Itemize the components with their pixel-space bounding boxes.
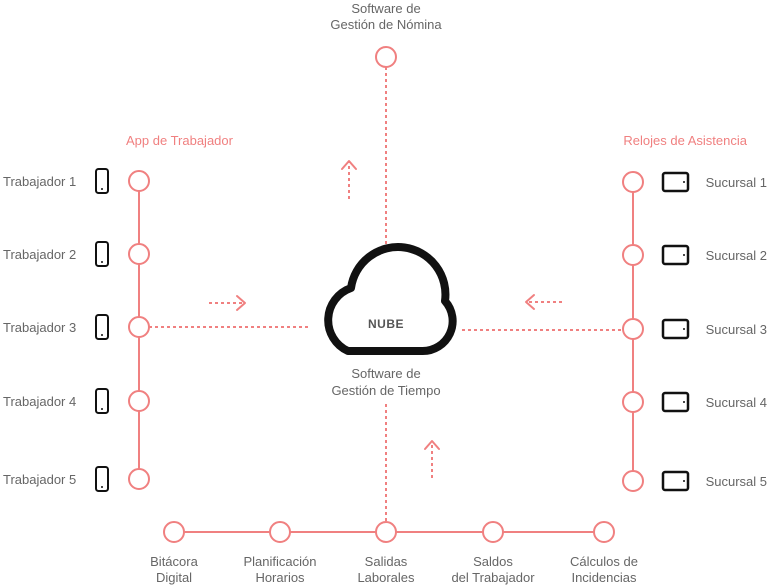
module-node: [375, 521, 397, 543]
module-label-line1: Planificación: [244, 554, 317, 569]
flow-arrows: [209, 160, 562, 478]
smartphone-icon: [95, 241, 109, 267]
module-label-line1: Bitácora: [150, 554, 198, 569]
worker-node: [128, 316, 150, 338]
module-list: BitácoraDigitalPlanificaciónHorariosSali…: [150, 521, 638, 585]
branch-row: Sucursal 2: [622, 244, 767, 266]
nomina-node: [375, 46, 397, 68]
arrow-right-icon: [209, 295, 246, 311]
branch-label: Sucursal 4: [706, 395, 767, 410]
branch-list: Sucursal 1 Sucursal 2 Sucursal 3 Sucursal 4…: [622, 171, 767, 492]
tablet-icon: [661, 318, 690, 340]
worker-row: Trabajador 3: [3, 314, 150, 340]
worker-label: Trabajador 4: [3, 394, 76, 409]
module-label-line2: del Trabajador: [451, 570, 535, 585]
worker-node: [128, 390, 150, 412]
branch-row: Sucursal 3: [622, 318, 767, 340]
module-label-line2: Horarios: [255, 570, 305, 585]
smartphone-icon: [95, 388, 109, 414]
tablet-icon: [661, 244, 690, 266]
module-label-line1: Saldos: [473, 554, 513, 569]
worker-label: Trabajador 1: [3, 174, 76, 189]
branch-node: [622, 318, 644, 340]
arrow-left-icon: [525, 294, 562, 310]
branch-node: [622, 244, 644, 266]
branch-label: Sucursal 1: [706, 175, 767, 190]
worker-node: [128, 170, 150, 192]
app-section-title: App de Trabajador: [126, 133, 234, 148]
worker-row: Trabajador 4: [3, 388, 150, 414]
worker-row: Trabajador 5: [3, 466, 150, 492]
branch-node: [622, 391, 644, 413]
worker-label: Trabajador 2: [3, 247, 76, 262]
tablet-icon: [661, 391, 690, 413]
nomina-label-line2: Gestión de Nómina: [330, 17, 442, 32]
worker-list: Trabajador 1 Trabajador 2 Trabajador 3 Trab…: [3, 168, 150, 492]
cloud-subtitle-line1: Software de: [351, 366, 420, 381]
branch-row: Sucursal 4: [622, 391, 767, 413]
module-label-line2: Incidencias: [571, 570, 637, 585]
module-label-line2: Digital: [156, 570, 192, 585]
branch-label: Sucursal 3: [706, 322, 767, 337]
module-label-line1: Cálculos de: [570, 554, 638, 569]
worker-label: Trabajador 5: [3, 472, 76, 487]
branch-row: Sucursal 5: [622, 470, 767, 492]
module-node: [269, 521, 291, 543]
nomina-label-line1: Software de: [351, 1, 420, 16]
cloud-label: NUBE: [368, 317, 404, 331]
module-node: [593, 521, 615, 543]
arrow-up-icon: [424, 440, 440, 478]
module-label-line1: Salidas: [365, 554, 408, 569]
relojes-section-title: Relojes de Asistencia: [623, 133, 747, 148]
worker-node: [128, 468, 150, 490]
tablet-icon: [661, 171, 690, 193]
arrow-up-icon: [341, 160, 357, 199]
module-node: [482, 521, 504, 543]
cloud-icon: [324, 243, 457, 356]
branch-label: Sucursal 5: [706, 474, 767, 489]
branch-label: Sucursal 2: [706, 248, 767, 263]
cloud-subtitle-line2: Gestión de Tiempo: [331, 383, 440, 398]
module-node: [163, 521, 185, 543]
branch-node: [622, 171, 644, 193]
branch-node: [622, 470, 644, 492]
worker-row: Trabajador 1: [3, 168, 150, 194]
module-label-line2: Laborales: [357, 570, 415, 585]
worker-row: Trabajador 2: [3, 241, 150, 267]
worker-label: Trabajador 3: [3, 320, 76, 335]
smartphone-icon: [95, 466, 109, 492]
smartphone-icon: [95, 314, 109, 340]
branch-row: Sucursal 1: [622, 171, 767, 193]
smartphone-icon: [95, 168, 109, 194]
worker-node: [128, 243, 150, 265]
tablet-icon: [661, 470, 690, 492]
